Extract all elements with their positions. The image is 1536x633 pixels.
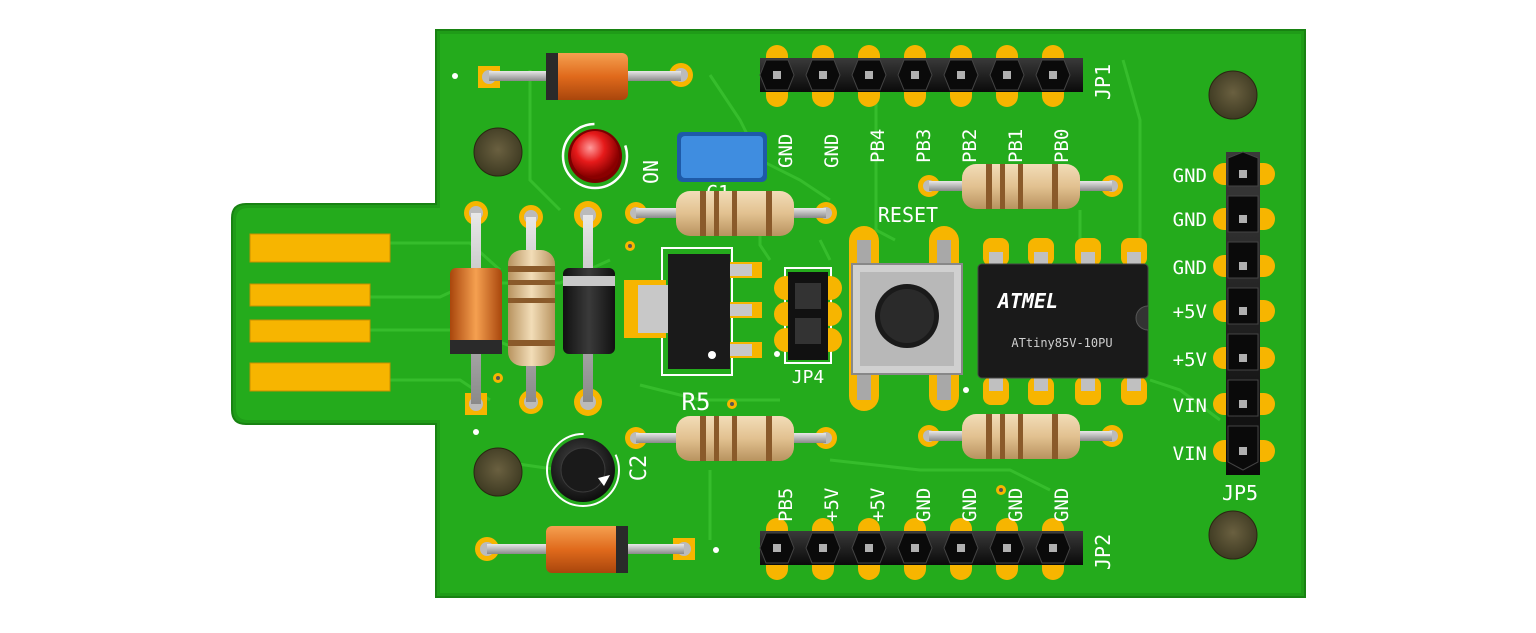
mounting-holes: [473, 70, 1258, 560]
jp2-pin-labels: PB5 +5V +5V GND GND GND GND: [775, 488, 1073, 522]
led-label: ON: [639, 160, 663, 184]
jp1-label: JP1: [1091, 64, 1115, 100]
capacitor-c2[interactable]: [546, 433, 620, 507]
jp2-pin-label: PB5: [775, 488, 797, 522]
jp5-pin-label: +5V: [1173, 349, 1207, 371]
jp5-pin-label: GND: [1173, 209, 1207, 231]
vias: [493, 241, 1006, 495]
jp2-label: JP2: [1091, 534, 1115, 570]
jp1-pin-label: GND: [775, 134, 797, 168]
jp2-pin-label: GND: [1051, 488, 1073, 522]
jp1-pin-labels: GND GND PB4 PB3 PB2 PB1 PB0: [775, 129, 1073, 168]
silk-dots: [452, 73, 969, 553]
resistor-top-middle[interactable]: [625, 191, 837, 236]
jp1-pin-label: PB0: [1051, 129, 1073, 163]
jp5-pin-label: VIN: [1173, 395, 1207, 417]
c2-label: C2: [627, 455, 652, 482]
resistor-top-right[interactable]: [918, 164, 1123, 209]
jp1-pin-label: GND: [821, 134, 843, 168]
jp2-pin-label: +5V: [821, 488, 843, 522]
jp5-pin-label: GND: [1173, 257, 1207, 279]
chip-part-number: ATtiny85V-10PU: [1011, 336, 1112, 350]
header-jp1[interactable]: [759, 45, 1083, 107]
reset-label: RESET: [878, 203, 938, 227]
voltage-regulator[interactable]: [624, 247, 762, 376]
diode-vertical-black[interactable]: [563, 201, 615, 416]
resistor-bottom-right[interactable]: [918, 414, 1123, 459]
resistor-vertical[interactable]: [508, 205, 555, 414]
usb-connector[interactable]: [249, 233, 391, 392]
r5-label: R5: [682, 388, 711, 416]
resistor-r5[interactable]: [625, 416, 837, 461]
diode-top[interactable]: [478, 53, 693, 100]
jp2-pin-label: GND: [1005, 488, 1027, 522]
capacitor-c1[interactable]: [677, 132, 767, 182]
jp1-pin-label: PB2: [959, 129, 981, 163]
jp2-pin-label: GND: [959, 488, 981, 522]
jp1-pin-label: PB3: [913, 129, 935, 163]
reset-button[interactable]: [849, 226, 963, 411]
jumper-jp4[interactable]: [774, 267, 842, 364]
microcontroller[interactable]: [977, 238, 1149, 405]
chip-logo: ATMEL: [996, 289, 1058, 313]
jp5-pin-label: +5V: [1173, 301, 1207, 323]
jp5-pin-label: VIN: [1173, 443, 1207, 465]
header-jp5[interactable]: [1213, 151, 1275, 475]
jp4-label: JP4: [792, 367, 825, 388]
jp5-pin-label: GND: [1173, 165, 1207, 187]
jp2-pin-label: GND: [913, 488, 935, 522]
jp5-label: JP5: [1222, 481, 1258, 505]
jp2-pin-label: +5V: [867, 488, 889, 522]
jp1-pin-label: PB1: [1005, 129, 1027, 163]
diode-vertical-orange[interactable]: [450, 201, 502, 415]
led-power: [561, 122, 629, 190]
diode-bottom[interactable]: [475, 526, 695, 573]
jp1-pin-label: PB4: [867, 129, 889, 163]
header-jp2[interactable]: [759, 518, 1083, 580]
jp5-pin-labels: GND GND GND +5V +5V VIN VIN: [1173, 165, 1207, 465]
